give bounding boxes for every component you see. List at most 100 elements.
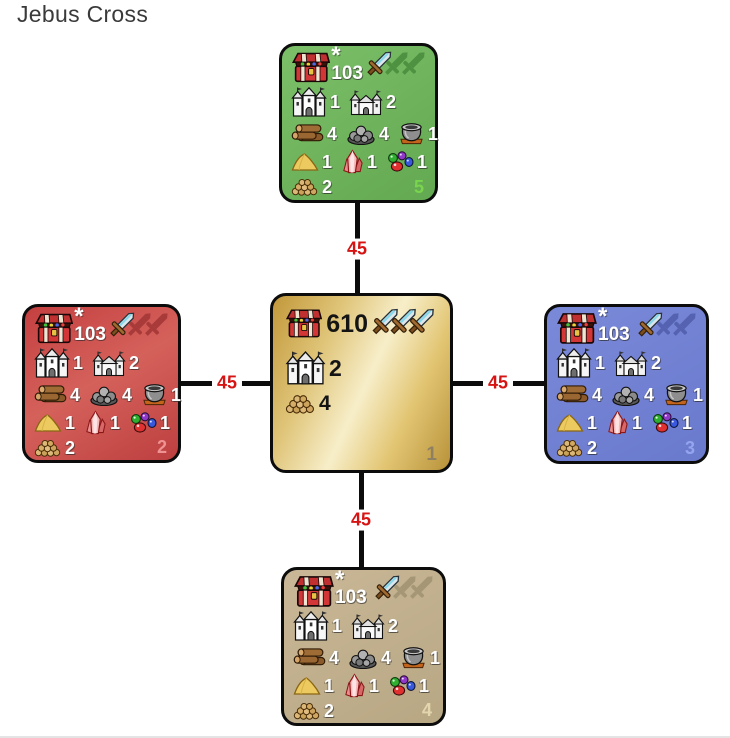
guard-strength (368, 305, 440, 341)
zone-number: 2 (156, 437, 167, 457)
treasure-value: 103 (74, 324, 106, 345)
crystal-count: 1 (367, 152, 378, 172)
town-icon (349, 88, 383, 116)
guard-strength (371, 572, 439, 606)
sulfur-icon (34, 413, 62, 433)
ore-count: 4 (379, 123, 390, 144)
guard-strength (363, 48, 431, 82)
connection-weight-top: 45 (341, 238, 373, 260)
gems-count: 1 (160, 413, 171, 433)
sword-shadow-icon (140, 309, 174, 343)
zone-number: 1 (426, 444, 437, 465)
crystal-icon (341, 149, 364, 175)
wood-icon (293, 647, 326, 668)
town-icon (92, 349, 126, 377)
gems-icon (386, 151, 414, 173)
connection-weight-left: 45 (211, 372, 243, 394)
mercury-count: 1 (693, 384, 704, 405)
ore-count: 4 (644, 384, 655, 405)
crystal-icon (84, 410, 107, 436)
sulfur-count: 1 (322, 152, 333, 172)
sulfur-icon (293, 676, 321, 696)
gold-count: 4 (319, 392, 331, 415)
wood-count: 4 (327, 123, 338, 144)
zone-west: * 103 1 2 4 4 1 1 1 1 2 2 (22, 304, 181, 463)
town-count: 2 (386, 92, 397, 112)
mercury-count: 1 (171, 384, 182, 405)
treasure-chest-icon (291, 51, 330, 85)
gems-count: 1 (682, 413, 693, 433)
treasure-star: * (335, 566, 345, 593)
ore-count: 4 (381, 647, 392, 668)
gold-icon (285, 394, 316, 414)
castle-icon (291, 86, 327, 118)
gold-icon (293, 702, 321, 720)
castle-count: 1 (332, 616, 343, 636)
crystal-icon (343, 673, 366, 699)
gold-count: 2 (324, 701, 335, 721)
town-count: 2 (388, 616, 399, 636)
town-count: 2 (651, 353, 662, 373)
crystal-count: 1 (110, 413, 121, 433)
sulfur-count: 1 (324, 676, 335, 696)
treasure-star: * (74, 303, 84, 330)
castle-count: 1 (73, 353, 84, 373)
gold-icon (556, 439, 584, 457)
town-icon (351, 612, 385, 640)
crystal-count: 1 (369, 676, 380, 696)
ore-icon (89, 384, 119, 406)
castle-icon (285, 350, 326, 386)
crystal-icon (606, 410, 629, 436)
connection-weight-bottom: 45 (345, 509, 377, 531)
sword-shadow-icon (405, 572, 439, 606)
sword-icon (404, 305, 440, 341)
zone-east: * 103 1 2 4 4 1 1 1 1 2 3 (544, 304, 709, 464)
mercury-icon (398, 121, 425, 146)
treasure-chest-icon (556, 312, 597, 346)
gems-count: 1 (419, 676, 430, 696)
sulfur-count: 1 (65, 413, 76, 433)
gold-count: 2 (587, 438, 598, 458)
castle-count: 1 (595, 353, 606, 373)
zone-number: 3 (684, 438, 695, 458)
treasure-value: 103 (331, 63, 363, 84)
zone-number: 4 (421, 700, 432, 720)
castle-icon (293, 610, 329, 642)
zone-center: 610 2 4 1 (270, 293, 453, 473)
zone-north: * 103 1 2 4 4 1 1 1 1 2 5 (279, 43, 438, 203)
zone-south: * 103 1 2 4 4 1 1 1 1 2 4 (281, 567, 446, 726)
mercury-icon (141, 382, 168, 407)
castle-count: 2 (329, 354, 342, 381)
ore-icon (346, 123, 376, 145)
treasure-value: 610 (326, 309, 368, 338)
castle-count: 1 (330, 92, 341, 112)
gems-icon (388, 675, 416, 697)
gems-icon (651, 412, 679, 434)
wood-count: 4 (592, 384, 603, 405)
sword-shadow-icon (668, 309, 702, 343)
crystal-count: 1 (632, 413, 643, 433)
sulfur-icon (291, 152, 319, 172)
wood-icon (291, 123, 324, 144)
castle-icon (556, 347, 592, 379)
ore-icon (348, 647, 378, 669)
treasure-chest-icon (293, 575, 334, 609)
treasure-star: * (331, 42, 341, 69)
gold-icon (291, 178, 319, 196)
wood-count: 4 (329, 647, 340, 668)
guard-strength (634, 309, 702, 343)
zone-number: 5 (413, 177, 424, 197)
gems-count: 1 (417, 152, 428, 172)
guard-strength (106, 309, 174, 343)
town-count: 2 (129, 353, 140, 373)
ore-count: 4 (122, 384, 133, 405)
castle-icon (34, 347, 70, 379)
treasure-value: 103 (335, 587, 367, 608)
mercury-icon (400, 645, 427, 670)
mercury-count: 1 (430, 647, 441, 668)
wood-icon (34, 384, 67, 405)
connection-weight-right: 45 (482, 372, 514, 394)
treasure-chest-icon (34, 312, 73, 346)
wood-count: 4 (70, 384, 81, 405)
